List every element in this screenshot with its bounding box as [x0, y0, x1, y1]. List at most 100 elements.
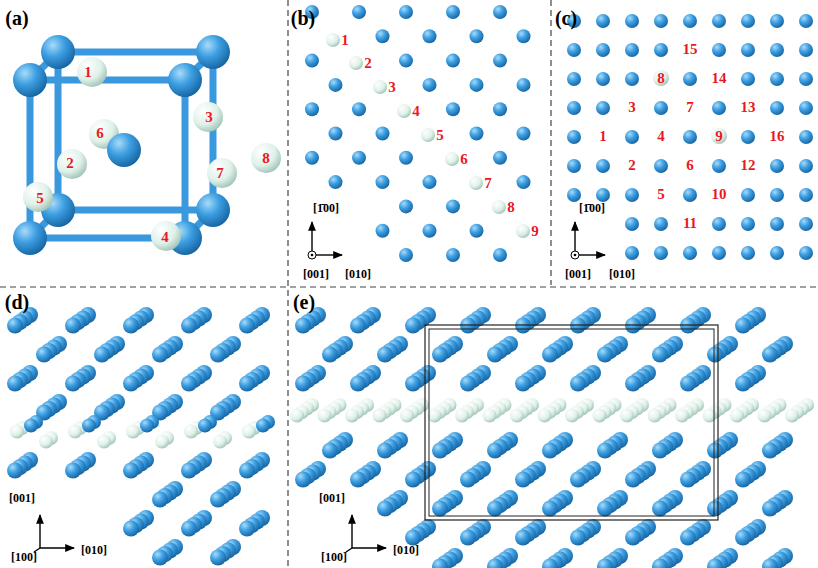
interstitial-atom [345, 409, 359, 423]
interstitial-atom [428, 409, 442, 423]
label-anchor: 9 [715, 127, 723, 145]
host-atom [322, 443, 338, 459]
host-atom [770, 217, 784, 231]
label-anchor: 2 [66, 154, 74, 172]
site-number: 2 [628, 158, 636, 173]
host-atom [654, 159, 668, 173]
host-atom [305, 54, 319, 68]
host-atom [152, 492, 168, 508]
host-atom [542, 347, 558, 363]
interstitial-atom [620, 409, 634, 423]
host-atom [596, 72, 610, 86]
interstitial-atom [326, 33, 340, 47]
host-atom [741, 130, 755, 144]
axis-label: [001] [565, 268, 591, 280]
host-atom [123, 318, 139, 334]
host-atom [625, 472, 641, 488]
label-anchor: [100] [321, 547, 347, 565]
host-atom [741, 217, 755, 231]
host-atom [799, 217, 813, 231]
host-atom [741, 246, 755, 260]
interstitial-atom [23, 182, 53, 212]
interstitial-atom [318, 409, 332, 423]
host-atom [65, 463, 81, 479]
label-anchor: 7 [686, 98, 694, 116]
host-atom [7, 463, 23, 479]
host-atom [597, 443, 613, 459]
site-number: 6 [686, 158, 694, 173]
host-atom [542, 443, 558, 459]
interstitial-atom [492, 200, 506, 214]
host-atom [432, 347, 448, 363]
label-anchor: 6 [96, 124, 104, 142]
label-anchor: 3 [205, 108, 213, 126]
host-atom [799, 72, 813, 86]
host-atom [741, 188, 755, 202]
host-atom [654, 14, 668, 28]
host-atom [168, 63, 202, 97]
label-anchor: 8 [507, 198, 515, 216]
cell-edge [58, 207, 213, 214]
host-atom [517, 78, 531, 92]
host-atom [570, 376, 586, 392]
host-atom [799, 101, 813, 115]
host-atom [36, 347, 52, 363]
axis-dot [311, 254, 314, 257]
host-atom [596, 188, 610, 202]
interface-view [7, 307, 275, 566]
host-atom [446, 199, 460, 213]
label-anchor: 2 [364, 54, 372, 72]
interstitial-atom [251, 143, 281, 173]
host-atom [210, 492, 226, 508]
host-atom [762, 347, 778, 363]
host-atom [567, 72, 581, 86]
interstitial-atom [151, 221, 181, 251]
host-atom [712, 43, 726, 57]
label-anchor: [010] [393, 540, 419, 558]
host-atom [493, 151, 507, 165]
host-atom [654, 43, 668, 57]
label-anchor: 12 [741, 156, 756, 174]
site-number: 10 [712, 187, 727, 202]
host-atom [123, 521, 139, 537]
interstitial-atom [242, 425, 256, 439]
interstitial-atom [184, 425, 198, 439]
label-anchor: 10 [712, 185, 727, 203]
label-anchor: 3 [628, 98, 636, 116]
label-anchor: [010] [345, 264, 371, 282]
host-atom [680, 472, 696, 488]
axis-label: [100] [321, 551, 347, 563]
site-number: 5 [436, 128, 444, 143]
interstitial-atom [483, 409, 497, 423]
host-atom [295, 472, 311, 488]
label-anchor: 3 [388, 78, 396, 96]
host-atom [352, 102, 366, 116]
site-number: 1 [84, 65, 92, 80]
interstitial-atom [510, 409, 524, 423]
host-atom [41, 35, 75, 69]
host-atom [567, 188, 581, 202]
host-atom [470, 78, 484, 92]
host-atom [735, 376, 751, 392]
interstitial-atom [39, 435, 53, 449]
host-atom [181, 376, 197, 392]
axis-label: [001] [303, 268, 329, 280]
host-atom [597, 559, 613, 568]
host-atom [735, 472, 751, 488]
supercell-box [429, 329, 714, 516]
label-anchor: 8 [657, 69, 665, 87]
site-number: 6 [96, 126, 104, 141]
host-atom [652, 501, 668, 517]
host-atom [7, 376, 23, 392]
host-atom [399, 248, 413, 262]
host-atom [542, 559, 558, 568]
label-anchor: 4 [161, 228, 169, 246]
site-number: 12 [741, 158, 756, 173]
axis-label: [100] [11, 551, 37, 563]
host-atom [515, 376, 531, 392]
host-atom [329, 175, 343, 189]
host-atom [493, 54, 507, 68]
host-atom [770, 159, 784, 173]
interstitial-atom [400, 409, 414, 423]
host-atom [735, 318, 751, 334]
